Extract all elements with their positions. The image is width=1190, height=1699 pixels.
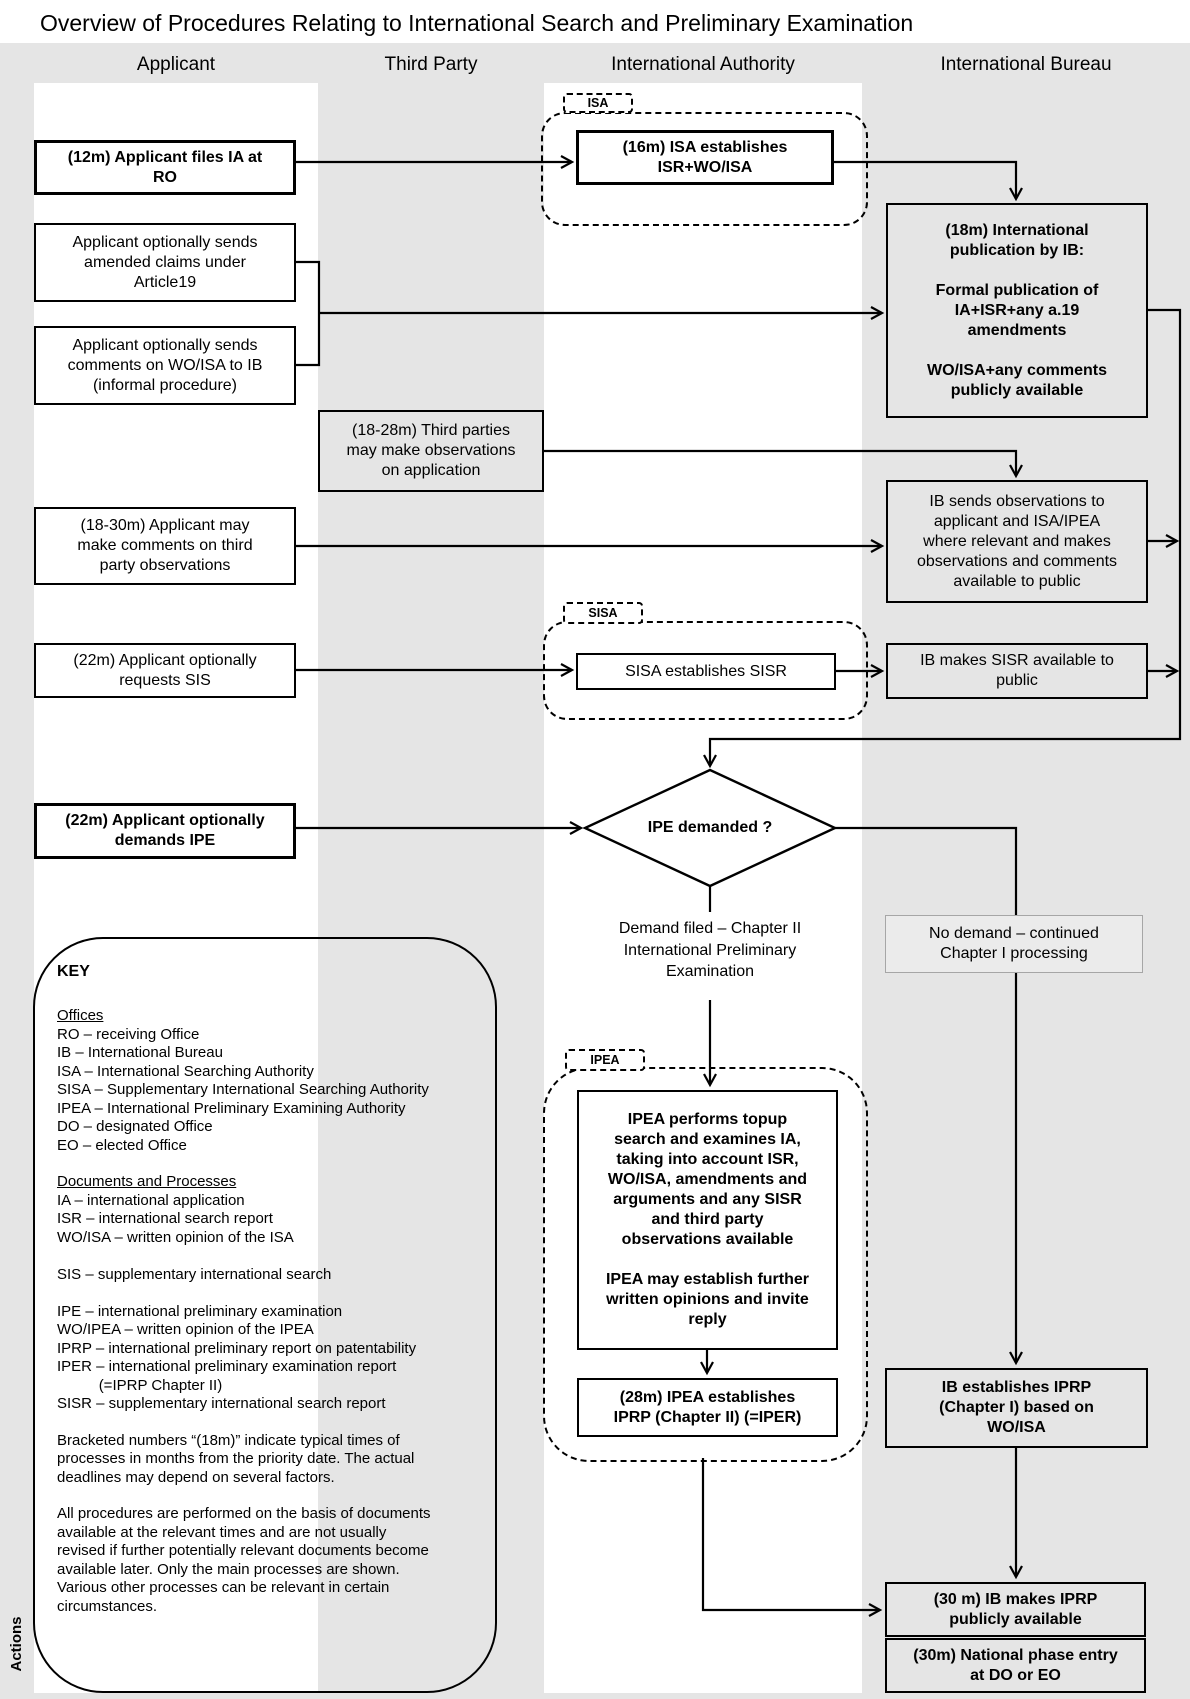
key-heading: KEY	[57, 963, 90, 980]
key-doc-item: ISR – international search report	[57, 1210, 273, 1227]
key-note-timing: Bracketed numbers “(18m)” indicate typic…	[57, 1431, 415, 1486]
node-ipea-establishes-iprp: (28m) IPEA establishes IPRP (Chapter II)…	[577, 1378, 838, 1437]
key-office-item: DO – designated Office	[57, 1118, 213, 1135]
key-note-procedures: All procedures are performed on the basi…	[57, 1505, 431, 1615]
column-header-international-bureau: International Bureau	[940, 54, 1112, 75]
node-sisa-establishes: SISA establishes SISR	[576, 653, 836, 690]
edge-isa-to-publication	[834, 160, 1023, 202]
node-no-demand: No demand – continued Chapter I processi…	[885, 915, 1143, 973]
node-ipea-performs: IPEA performs topup search and examines …	[577, 1090, 838, 1350]
decision-diamond	[582, 768, 838, 888]
key-office-item: IB – International Bureau	[57, 1044, 223, 1061]
key-doc-item: IA – international application	[57, 1191, 245, 1209]
edge-ipea-to-ibmakes	[701, 1458, 883, 1617]
key-office-item: ISA – International Searching Authority	[57, 1062, 314, 1080]
node-comments-woisa: Applicant optionally sends comments on W…	[34, 326, 296, 405]
key-office-item: EO – elected Office	[57, 1136, 187, 1154]
key-doc-item	[57, 1247, 477, 1266]
key-offices-title: Offices	[57, 1007, 104, 1024]
decision-label: IPE demanded ?	[647, 819, 773, 836]
node-demands-ipe: (22m) Applicant optionally demands IPE	[34, 803, 296, 859]
key-docs-title: Documents and Processes	[57, 1173, 237, 1190]
column-header-international-authority: International Authority	[611, 54, 795, 75]
key-doc-item: IPE – international preliminary examinat…	[57, 1302, 343, 1320]
page-title: Overview of Procedures Relating to Inter…	[40, 10, 914, 36]
node-amended-claims: Applicant optionally sends amended claim…	[34, 223, 296, 302]
key-office-item: SISA – Supplementary International Searc…	[57, 1081, 429, 1098]
node-international-publication: (18m) International publication by IB: F…	[886, 203, 1148, 418]
node-applicant-comments: (18-30m) Applicant may make comments on …	[34, 507, 296, 585]
column-header-applicant: Applicant	[136, 54, 216, 75]
node-national-phase-entry: (30m) National phase entry at DO or EO	[885, 1638, 1146, 1693]
node-ib-makes-iprp-public: (30 m) IB makes IPRP publicly available	[885, 1582, 1146, 1637]
edge-claims-bracket	[296, 260, 321, 367]
node-third-party-observations: (18-28m) Third parties may make observat…	[318, 410, 544, 492]
node-isa-establishes: (16m) ISA establishes ISR+WO/ISA	[576, 130, 834, 185]
key-doc-item: WO/IPEA – written opinion of the IPEA	[57, 1321, 314, 1338]
edge-publication-to-diamond	[703, 308, 1182, 769]
ipea-group-tab: IPEA	[565, 1049, 645, 1071]
key-office-item: RO – receiving Office	[57, 1025, 200, 1043]
actions-axis-label: Actions	[8, 1616, 25, 1672]
node-requests-sis: (22m) Applicant optionally requests SIS	[34, 643, 296, 698]
key-legend: KEY Offices RO – receiving Office IB – I…	[33, 937, 497, 1693]
key-doc-item: SISR – supplementary international searc…	[57, 1395, 386, 1412]
ipea-group-container	[543, 1067, 868, 1462]
isa-group-tab: ISA	[563, 93, 633, 113]
edge-diamond-to-ibiprp	[835, 826, 1023, 1366]
key-doc-item: SIS – supplementary international search	[57, 1265, 332, 1283]
node-files-ia: (12m) Applicant files IA at RO	[34, 140, 296, 195]
node-ib-establishes-iprp: IB establishes IPRP (Chapter I) based on…	[885, 1368, 1148, 1448]
sisa-group-tab: SISA	[563, 602, 643, 624]
key-office-item: IPEA – International Preliminary Examini…	[57, 1099, 406, 1117]
key-doc-item	[57, 1284, 477, 1303]
isa-group-container	[541, 112, 868, 226]
key-doc-item: IPER – international preliminary examina…	[57, 1358, 397, 1375]
node-demand-filed: Demand filed – Chapter II International …	[618, 920, 802, 981]
key-doc-item: IPRP – international preliminary report …	[57, 1339, 417, 1357]
node-ib-sends-observations: IB sends observations to applicant and I…	[886, 480, 1148, 603]
node-ib-makes-sisr: IB makes SISR available to public	[886, 643, 1148, 699]
edge-thirdparty-to-ibobs	[544, 449, 1023, 479]
key-doc-item: WO/ISA – written opinion of the ISA	[57, 1228, 294, 1246]
key-doc-item: (=IPRP Chapter II)	[57, 1376, 223, 1394]
title-band	[0, 0, 1190, 43]
column-header-third-party: Third Party	[384, 54, 478, 75]
